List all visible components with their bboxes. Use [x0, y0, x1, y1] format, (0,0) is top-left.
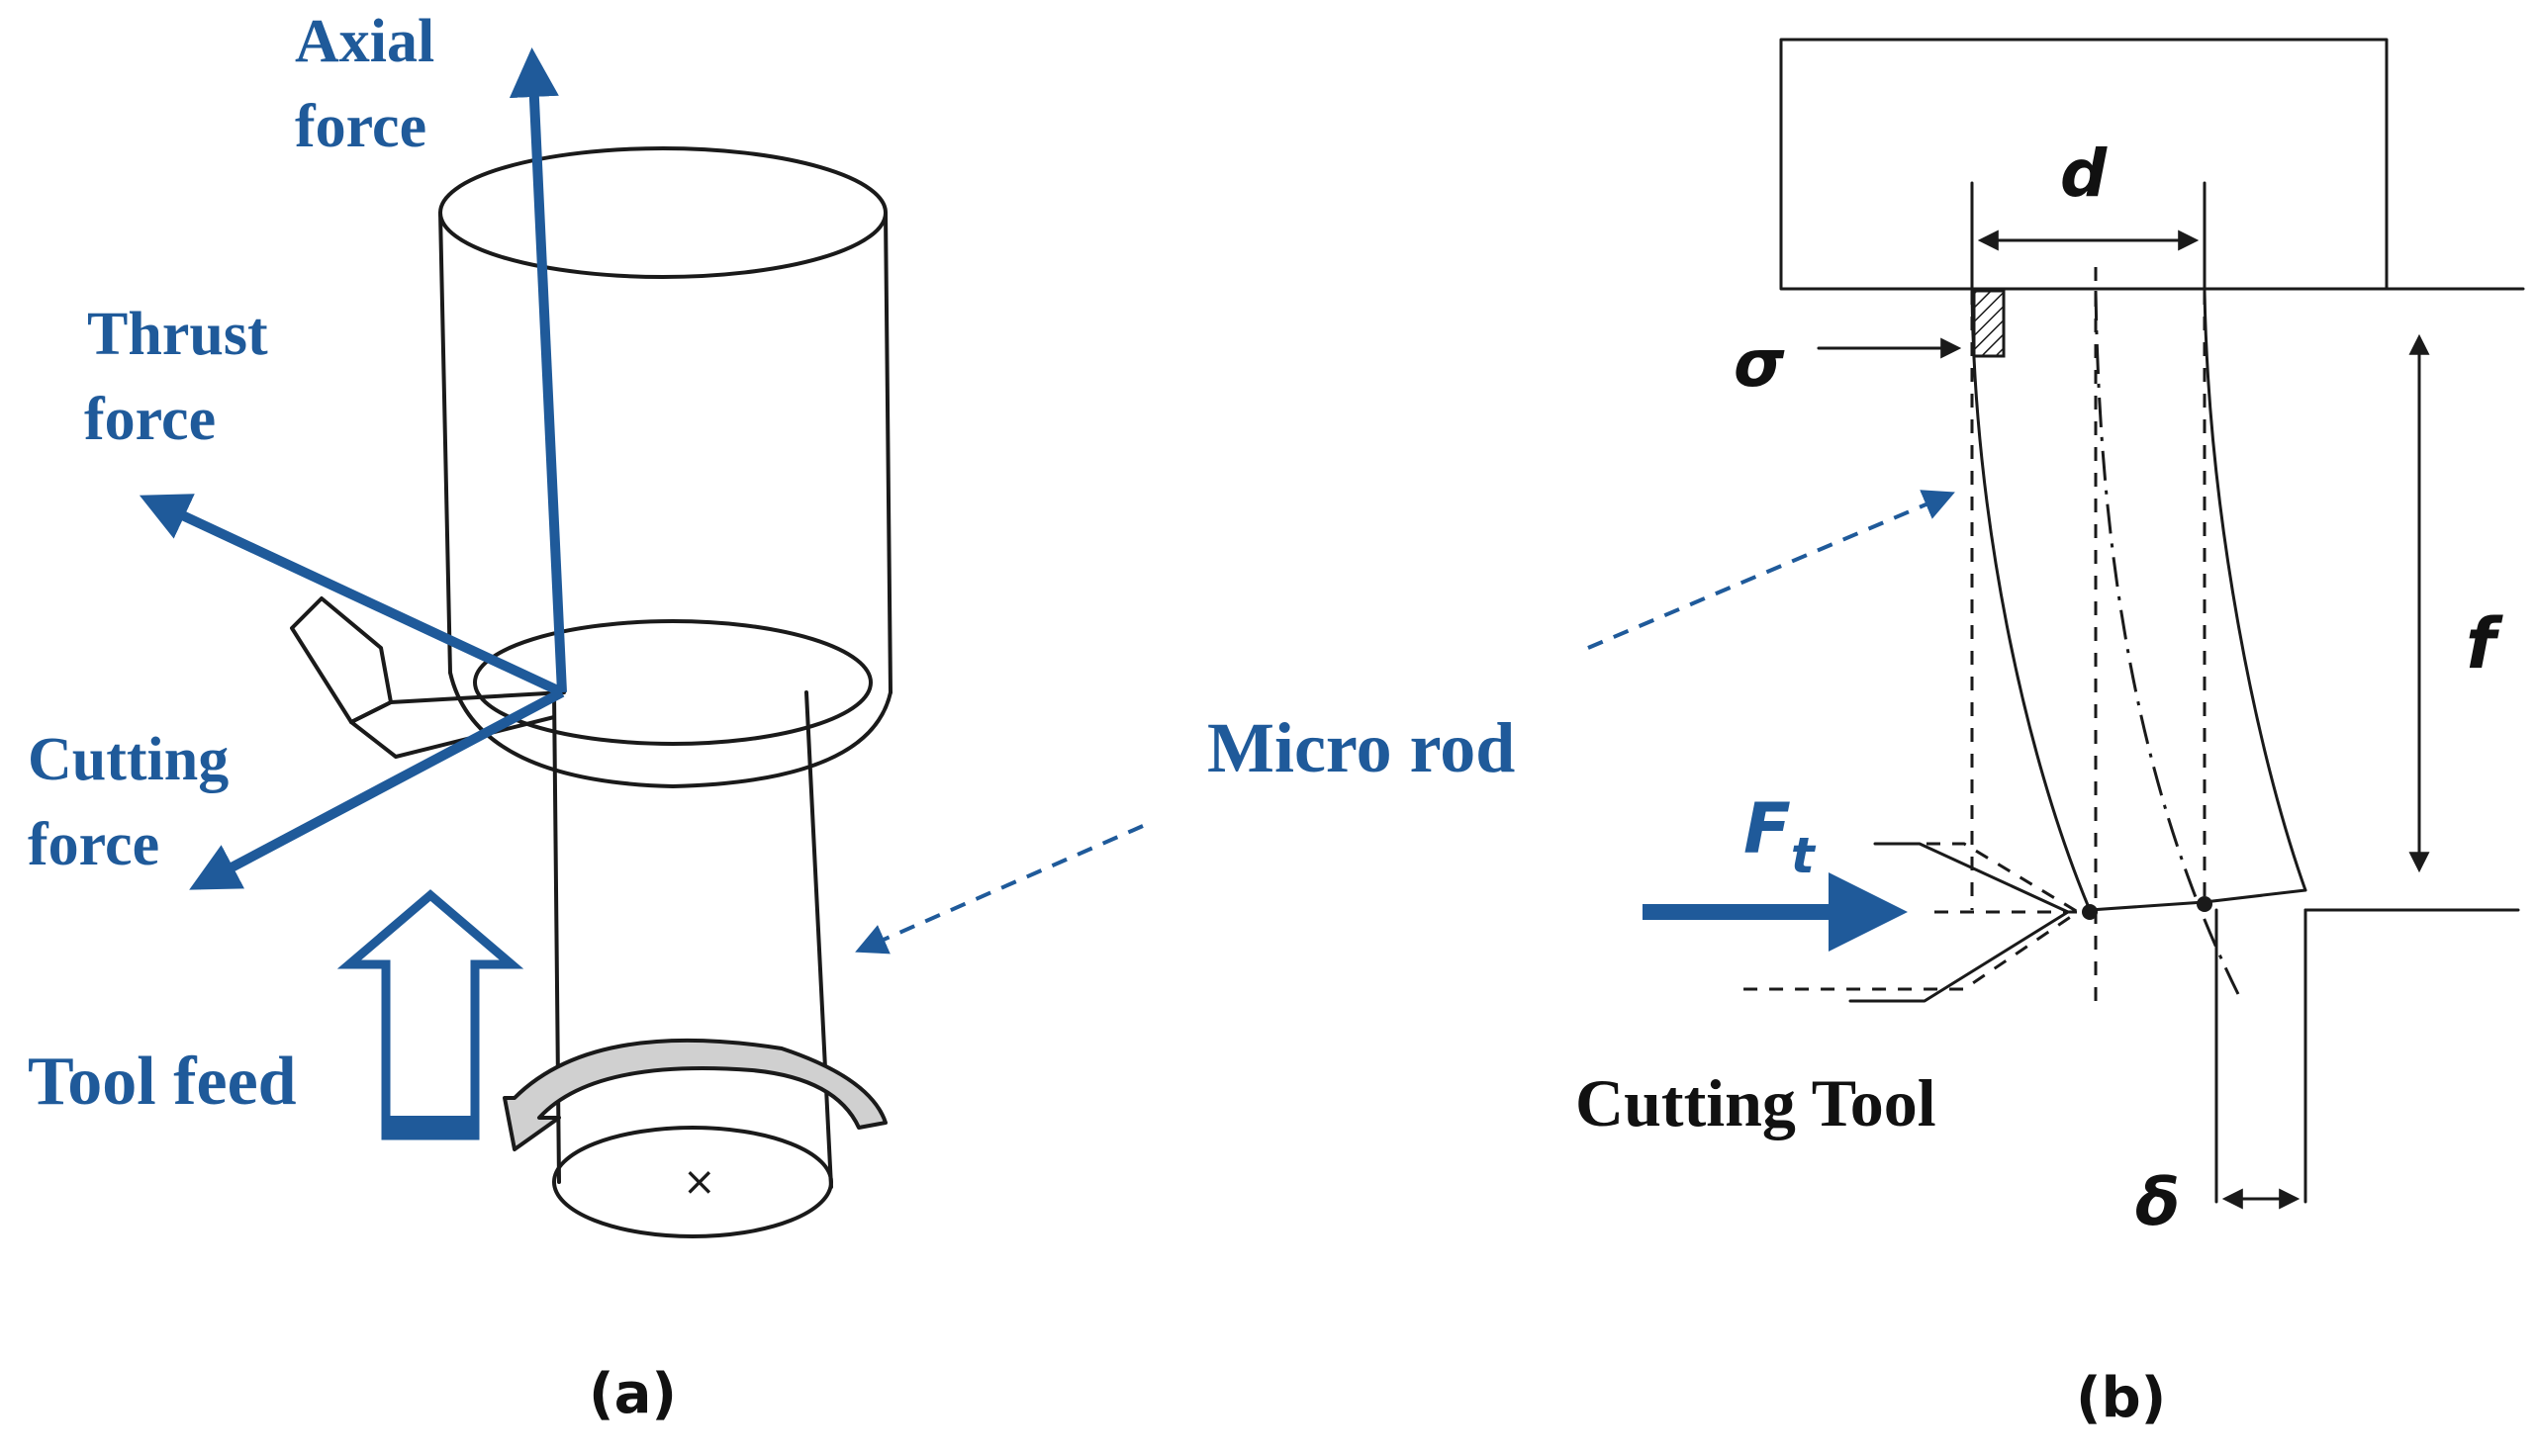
deflected-left-edge	[1970, 289, 2092, 912]
contact-point-left	[2082, 904, 2098, 920]
panel-a-caption: (a)	[589, 1362, 677, 1426]
micro-rod-callout: Micro rod	[855, 490, 1955, 955]
rotation-arrow	[503, 1038, 888, 1151]
ft-symbol: Ft	[1743, 788, 1817, 884]
axial-force-label-2: force	[295, 93, 426, 160]
stress-element	[1972, 289, 2006, 358]
axial-force-arrow	[509, 47, 567, 693]
contact-point-right	[2197, 896, 2212, 912]
cutting-force-label-1: Cutting	[28, 726, 229, 793]
thrust-force-label-1: Thrust	[87, 301, 268, 368]
panel-b-caption: (b)	[2076, 1366, 2166, 1430]
axial-force-label-1: Axial	[295, 8, 434, 75]
tool-feed-base	[382, 1116, 479, 1138]
panel-a: × Axial force Thrust force Cutting force…	[28, 8, 892, 1426]
thrust-force-label-2: force	[84, 386, 216, 453]
ft-symbol-main: F	[1743, 788, 1791, 869]
cutting-tool-profile	[1737, 842, 2088, 1003]
tool-feed-label: Tool feed	[28, 1044, 297, 1120]
delta-symbol: δ	[2135, 1164, 2180, 1240]
micro-rod-sketch: ×	[473, 619, 873, 1238]
thrust-force-arrow	[139, 494, 565, 697]
cutting-tool-insert	[290, 596, 566, 759]
workpiece-cylinder	[438, 146, 892, 788]
cutting-force-label-2: force	[28, 811, 159, 878]
tool-feed-arrow	[336, 889, 524, 1140]
deflected-right-edge	[2203, 289, 2307, 892]
cutting-force-arrow	[189, 687, 565, 890]
f-symbol: f	[2466, 603, 2503, 684]
ft-symbol-subscript: t	[1791, 827, 1817, 884]
micro-rod-pointer-b	[1587, 490, 1955, 650]
chuck-block	[1779, 38, 2389, 291]
d-symbol: d	[2060, 136, 2108, 212]
panel-b: d σ δ f Ft Cutt	[1575, 38, 2525, 1430]
micro-rod-pointer-a	[855, 824, 1144, 955]
deflected-centerline	[2094, 290, 2240, 995]
cutting-tool-label: Cutting Tool	[1575, 1065, 1936, 1140]
micro-rod-label: Micro rod	[1207, 708, 1515, 787]
sigma-symbol: σ	[1734, 325, 1785, 402]
center-mark: ×	[683, 1159, 716, 1205]
